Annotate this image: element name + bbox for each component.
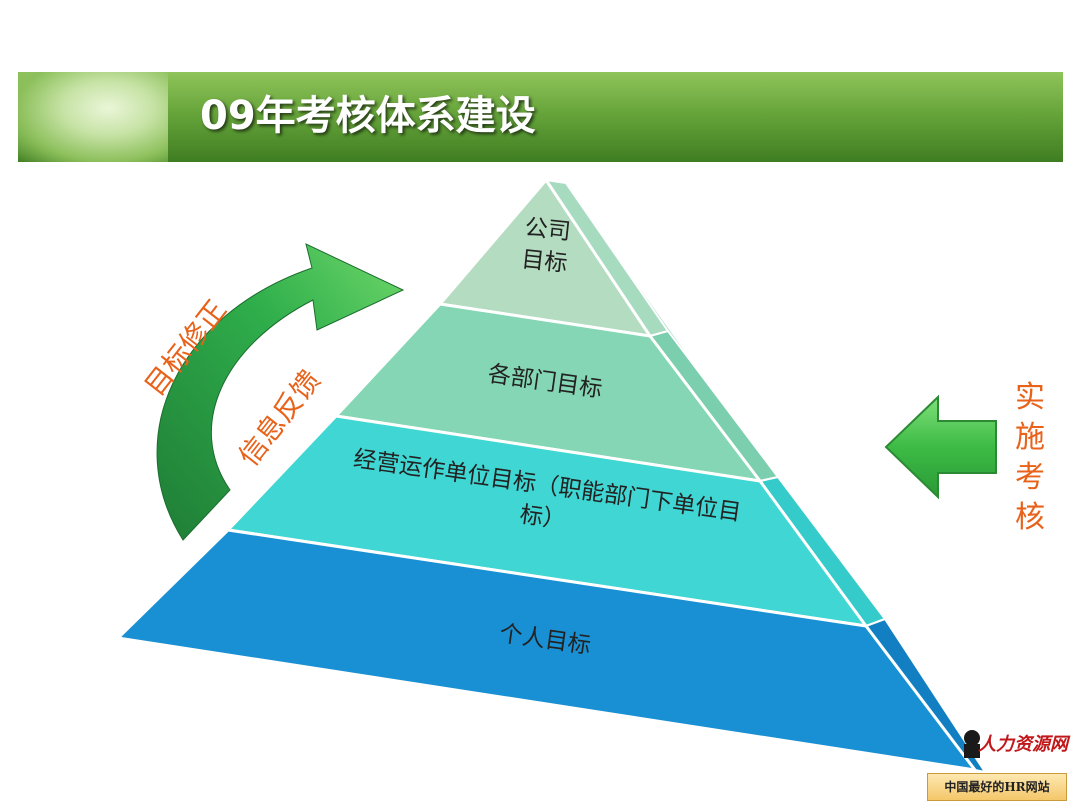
- implement-left-arrow: [884, 394, 997, 500]
- slide-title: 09年考核体系建设: [200, 93, 536, 139]
- feedback-curved-arrow: [156, 243, 405, 541]
- implement-assessment-label: 实施考核: [1015, 380, 1045, 535]
- seedling-hands-image: [18, 72, 168, 162]
- watermark-badge: 中国最好的HR网站: [927, 773, 1067, 801]
- pyramid-tier-individual: [114, 528, 979, 773]
- watermark-logo-icon: [964, 730, 980, 758]
- tier-label-company: 公司 目标: [520, 214, 572, 278]
- title-banner: 09年考核体系建设: [18, 72, 1063, 162]
- watermark-text: 人力资源网: [978, 734, 1068, 755]
